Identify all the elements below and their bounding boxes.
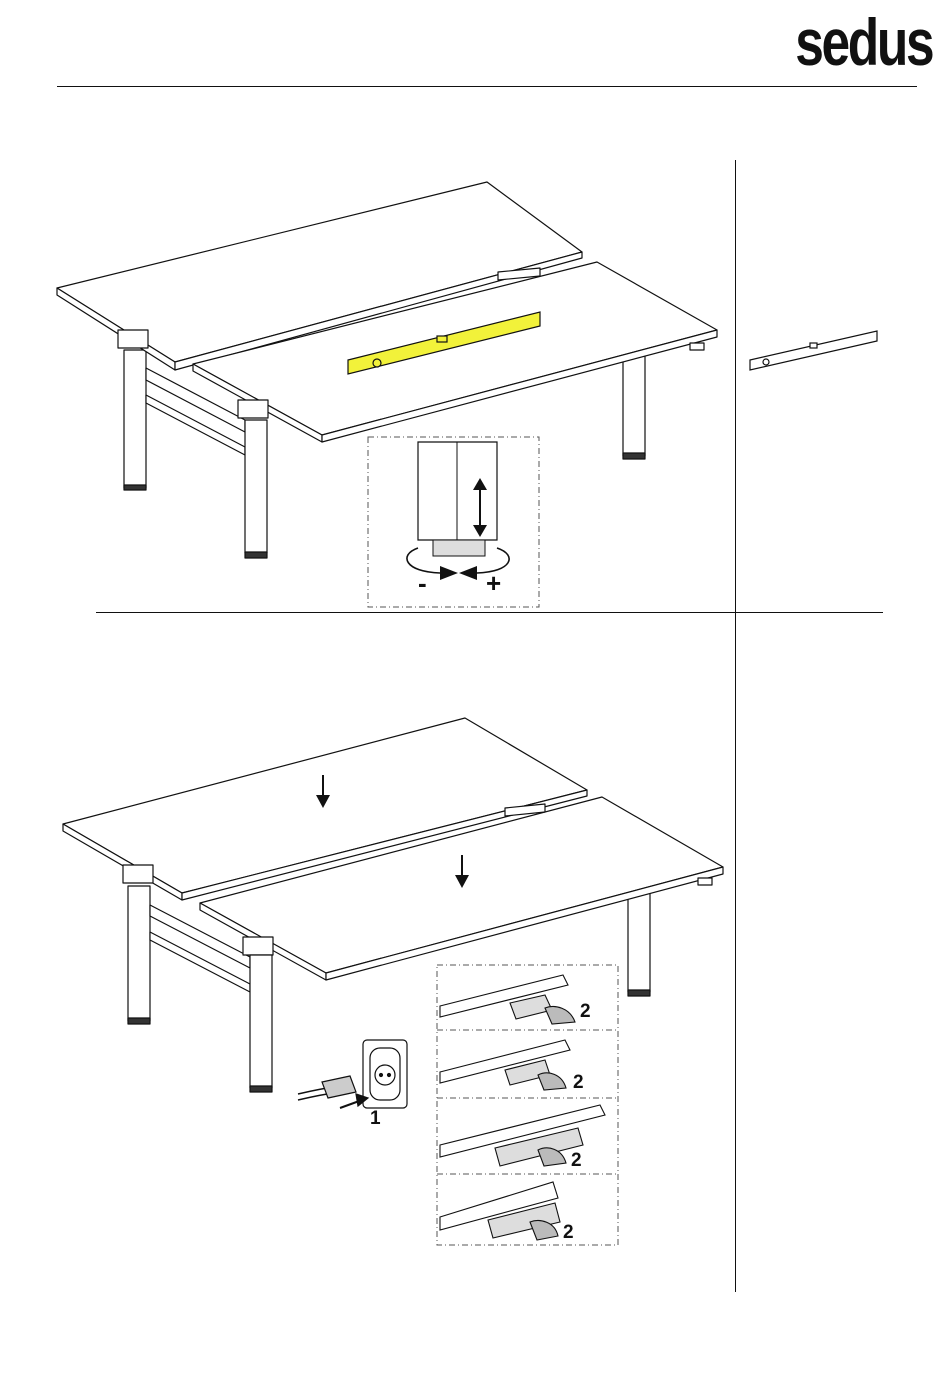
hand-press-icon	[545, 1007, 575, 1024]
minus-label: -	[418, 568, 427, 598]
controller-detail-panels: 2 2 2 2	[437, 965, 618, 1245]
leg-front-left-2	[250, 955, 272, 1088]
desk-step2	[63, 718, 723, 1092]
step-label-panel-3: 2	[571, 1150, 582, 1171]
spirit-level-tool-icon	[750, 331, 877, 370]
leg-front-right	[623, 353, 645, 456]
step-label-panel-4: 2	[563, 1222, 574, 1243]
adjust-foot-icon: - +	[368, 437, 539, 607]
step-label-plug: 1	[370, 1108, 381, 1129]
leg-back-left-2	[128, 886, 150, 1021]
power-plug-icon: 1	[298, 1040, 407, 1129]
plus-label: +	[486, 568, 501, 598]
leg-back-left	[124, 350, 146, 488]
desk-step1	[57, 182, 717, 558]
step-label-panel-1: 2	[580, 1001, 591, 1022]
leg-front-right-2	[628, 888, 650, 992]
leg-front-left	[245, 420, 267, 553]
step-label-panel-2: 2	[573, 1072, 584, 1093]
